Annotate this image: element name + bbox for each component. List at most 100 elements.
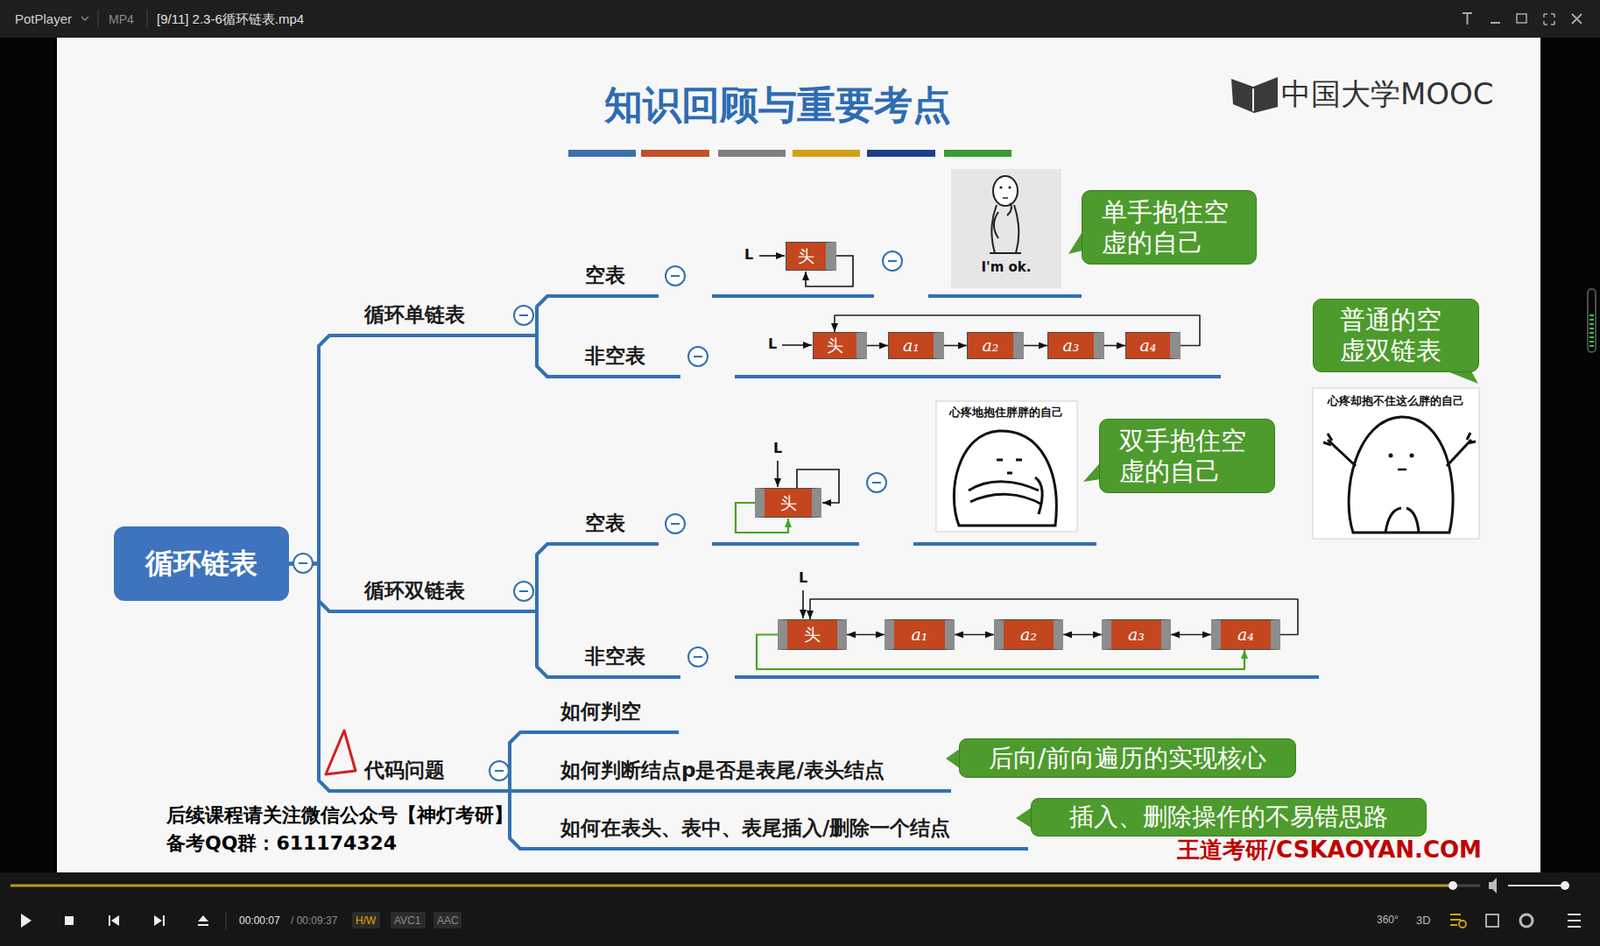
branch-topic: 空表 xyxy=(560,511,659,546)
node-text: 循环链表 xyxy=(145,544,258,584)
meme-cannot-hug xyxy=(1312,387,1480,539)
node-text: 插入、删除操作的不易错思路 xyxy=(1069,802,1389,832)
dlist-node-box: a₂ xyxy=(993,619,1064,650)
pointer-arrow xyxy=(944,345,967,347)
collapse-button xyxy=(670,522,680,525)
callout-bubble: 后向/前向遍历的实现核心 xyxy=(958,738,1297,778)
title-color-bars xyxy=(718,149,786,157)
branch-line xyxy=(507,296,561,336)
player-chrome xyxy=(390,911,426,929)
mooc-logo-icon xyxy=(1231,77,1278,113)
meme-cannot-hug xyxy=(1348,416,1453,533)
node-text: a₄ xyxy=(1140,337,1157,354)
overlay-note: 备考QQ群：611174324 xyxy=(166,831,397,855)
self-loop-pointer xyxy=(735,255,853,533)
node-text: 头 xyxy=(826,337,844,354)
collapse-button xyxy=(293,553,313,573)
branch-extension-line xyxy=(711,294,875,298)
collapse-button xyxy=(693,655,703,658)
player-chrome xyxy=(147,9,149,29)
meme-cannot-hug xyxy=(1388,453,1394,459)
branch-topic: 循环双链表 xyxy=(339,578,508,614)
meme-im-ok xyxy=(999,185,1002,189)
collapse-button xyxy=(514,581,534,601)
node-text: 如何判断结点p是否是表尾/表头结点 xyxy=(560,758,885,782)
collapse-button xyxy=(866,472,887,493)
node-text: a₁ xyxy=(902,337,920,354)
collapse-button xyxy=(514,581,534,601)
list-node-box: a₁ xyxy=(888,331,945,360)
branch-topic: 如何判断结点p是否是表尾/表头结点 xyxy=(535,758,952,793)
branch-topic: 空表 xyxy=(560,263,659,298)
player-chrome xyxy=(81,16,89,21)
collapse-button xyxy=(693,355,703,358)
collapse-button xyxy=(298,562,308,564)
branch-line xyxy=(507,335,561,377)
branch-extension-line xyxy=(928,294,1082,298)
branch-topic: 非空表 xyxy=(560,344,681,379)
branch-topic: 非空表 xyxy=(560,644,681,679)
red-triangle-mark xyxy=(325,730,356,775)
meme-cannot-hug xyxy=(1397,468,1407,472)
title-color-bars xyxy=(641,149,710,157)
pointer-arrow xyxy=(846,634,885,636)
branch-extension-line xyxy=(913,542,1097,546)
pointer-arrow xyxy=(1104,345,1126,347)
collapse-button xyxy=(494,769,504,772)
meme-im-ok xyxy=(989,203,1022,254)
pointer-name: L xyxy=(798,569,808,586)
branch-topic: 循环单链表 xyxy=(339,303,508,338)
dlist-node-box: 头 xyxy=(777,619,847,650)
collapse-button xyxy=(489,761,509,781)
node-text: 循环单链表 xyxy=(364,303,466,326)
branch-line xyxy=(288,335,340,564)
pointer-arrow xyxy=(866,345,889,347)
title-color-bars xyxy=(568,149,1012,157)
player-chrome xyxy=(1520,914,1533,927)
collapse-button xyxy=(882,251,903,271)
callout-tail xyxy=(945,223,1479,829)
branch-extension-line xyxy=(734,675,1319,679)
player-chrome xyxy=(1516,14,1527,23)
player-button: 360° xyxy=(1376,913,1399,926)
node-text: 空表 xyxy=(585,511,626,535)
node-text: a₃ xyxy=(1063,337,1080,354)
node-text: 代码问题 xyxy=(364,758,445,782)
player-chrome xyxy=(0,0,1600,38)
branch-extension-line xyxy=(711,542,860,546)
dlist-node-box: 头 xyxy=(754,487,822,518)
player-chrome xyxy=(1571,14,1582,24)
node-text: 头 xyxy=(803,626,821,643)
node-text: 双手抱住空虚的自己 xyxy=(1119,425,1255,487)
player-chrome xyxy=(98,9,99,29)
player-chrome xyxy=(111,915,120,926)
player-chrome xyxy=(1459,920,1467,928)
meme-caption: I'm ok. xyxy=(980,259,1031,275)
file-name: [9/11] 2.3-6循环链表.mp4 xyxy=(156,11,304,28)
collapse-button xyxy=(866,472,887,493)
meme-im-ok xyxy=(951,169,1062,289)
collapse-button xyxy=(670,274,680,277)
meme-im-ok xyxy=(1007,185,1011,189)
player-chrome xyxy=(1543,14,1555,25)
collapse-button xyxy=(519,590,529,593)
player-chrome xyxy=(162,915,165,926)
collapse-button xyxy=(688,346,708,367)
node-text: 空表 xyxy=(585,263,626,287)
collapse-button xyxy=(519,314,529,317)
node-text: 如何判空 xyxy=(560,699,642,723)
meme-hug-self xyxy=(996,459,1023,473)
watermark: 王道考研/CSKAOYAN.COM xyxy=(1177,836,1482,864)
title-color-bars xyxy=(568,149,636,157)
player-chrome xyxy=(1488,877,1497,894)
list-node-box: 头 xyxy=(785,241,837,271)
codec-tag: AVC1 xyxy=(394,914,421,927)
dlist-node-box: a₃ xyxy=(1101,619,1171,650)
callout-bubble: 单手抱住空虚的自己 xyxy=(1081,190,1257,265)
player-chrome xyxy=(1448,881,1458,890)
title-color-bars xyxy=(792,149,860,157)
collapse-button xyxy=(882,251,903,271)
player-chrome xyxy=(1589,315,1594,346)
collapse-button xyxy=(872,481,882,484)
